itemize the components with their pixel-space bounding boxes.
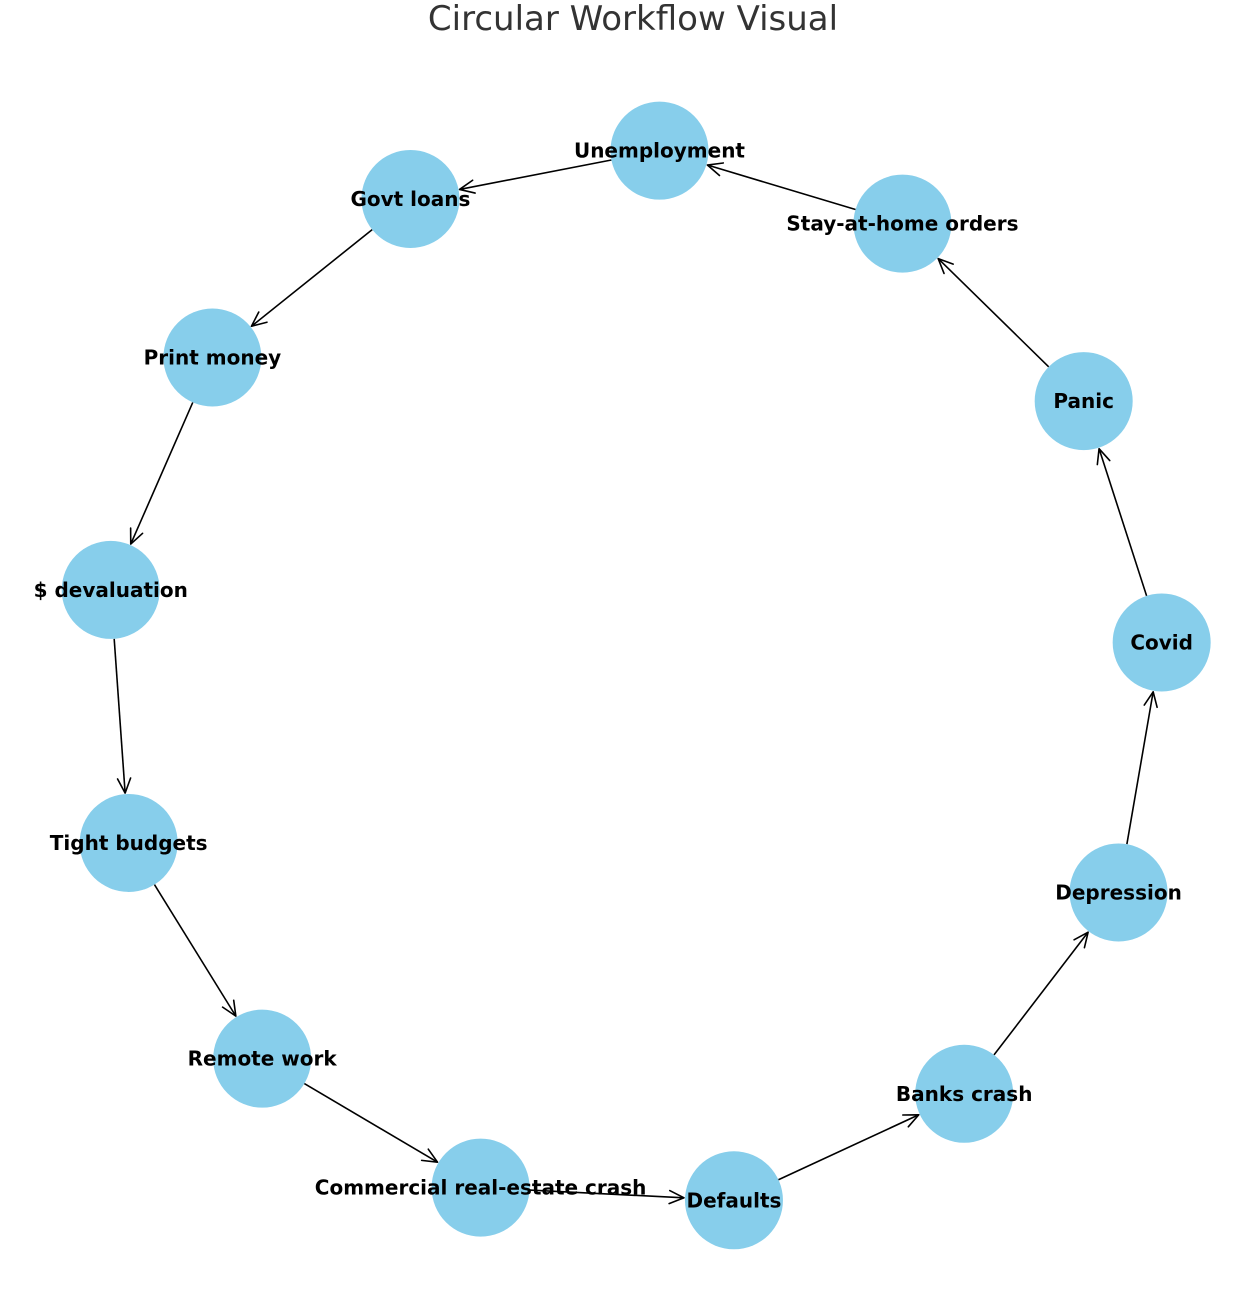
edge-devaluation-to-tight-budgets [113,638,132,794]
arrowhead-icon [1143,690,1158,709]
arrowhead-icon [129,527,144,545]
arrowhead-icon [937,257,954,275]
node-govt-loans [361,149,460,248]
node-label-cre-crash: Commercial real-estate crash [315,1176,647,1200]
edge-line [1126,691,1154,845]
node-devaluation [61,540,160,639]
arrowhead-icon [420,1148,439,1163]
node-label-panic: Panic [1053,389,1114,413]
node-defaults [684,1151,783,1250]
node-label-tight-budgets: Tight budgets [50,831,208,855]
edge-line [529,1189,685,1199]
node-label-govt-loans: Govt loans [350,187,470,211]
edge-panic-to-stay-at-home [937,257,1050,368]
edge-govt-loans-to-print-money [250,228,373,328]
node-label-devaluation: $ devaluation [34,578,188,602]
edge-line [303,1082,438,1163]
arrowhead-icon [902,1113,920,1128]
edge-banks-crash-to-depression [993,931,1089,1056]
node-label-unemployment: Unemployment [574,139,745,163]
arrowhead-icon [706,162,725,177]
node-label-stay-at-home: Stay-at-home orders [786,212,1018,236]
node-label-depression: Depression [1055,880,1182,904]
edge-line [993,931,1089,1056]
edge-line [778,1114,920,1181]
diagram-title: Circular Workflow Visual [428,0,838,39]
node-tight-budgets [79,793,178,892]
edge-line [130,402,194,545]
arrowhead-icon [221,999,237,1017]
edge-line [1098,448,1148,597]
node-label-banks-crash: Banks crash [896,1082,1033,1106]
edge-unemployment-to-govt-loans [458,159,612,194]
node-panic [1034,352,1133,451]
edges-layer [113,159,1158,1205]
node-label-print-money: Print money [144,346,282,370]
arrowhead-icon [458,179,476,194]
node-label-covid: Covid [1130,630,1193,654]
node-label-defaults: Defaults [686,1188,781,1212]
node-unemployment [610,101,709,200]
node-stay-at-home [853,174,952,273]
edge-line [153,884,237,1017]
edge-remote-work-to-cre-crash [303,1082,439,1163]
edge-defaults-to-banks-crash [778,1113,920,1181]
arrowhead-icon [250,311,268,328]
edge-line [707,164,856,211]
arrowhead-icon [1096,447,1111,466]
edge-line [459,159,612,191]
node-covid [1112,593,1211,692]
node-print-money [163,308,262,407]
edge-stay-at-home-to-unemployment [706,162,856,211]
arrowhead-icon [668,1189,685,1205]
edge-line [113,638,126,794]
node-label-remote-work: Remote work [188,1047,338,1071]
nodes-layer [61,101,1211,1250]
arrowhead-icon [1073,931,1089,949]
edge-cre-crash-to-defaults [529,1189,685,1205]
edge-line [250,228,373,327]
node-banks-crash [915,1044,1014,1143]
edge-covid-to-panic [1096,447,1148,597]
arrowhead-icon [116,777,132,794]
edge-tight-budgets-to-remote-work [153,884,237,1017]
node-depression [1069,843,1168,942]
node-cre-crash [431,1138,530,1237]
edge-print-money-to-devaluation [129,402,194,545]
edge-line [937,258,1050,368]
node-remote-work [213,1009,312,1108]
edge-depression-to-covid [1126,690,1158,845]
